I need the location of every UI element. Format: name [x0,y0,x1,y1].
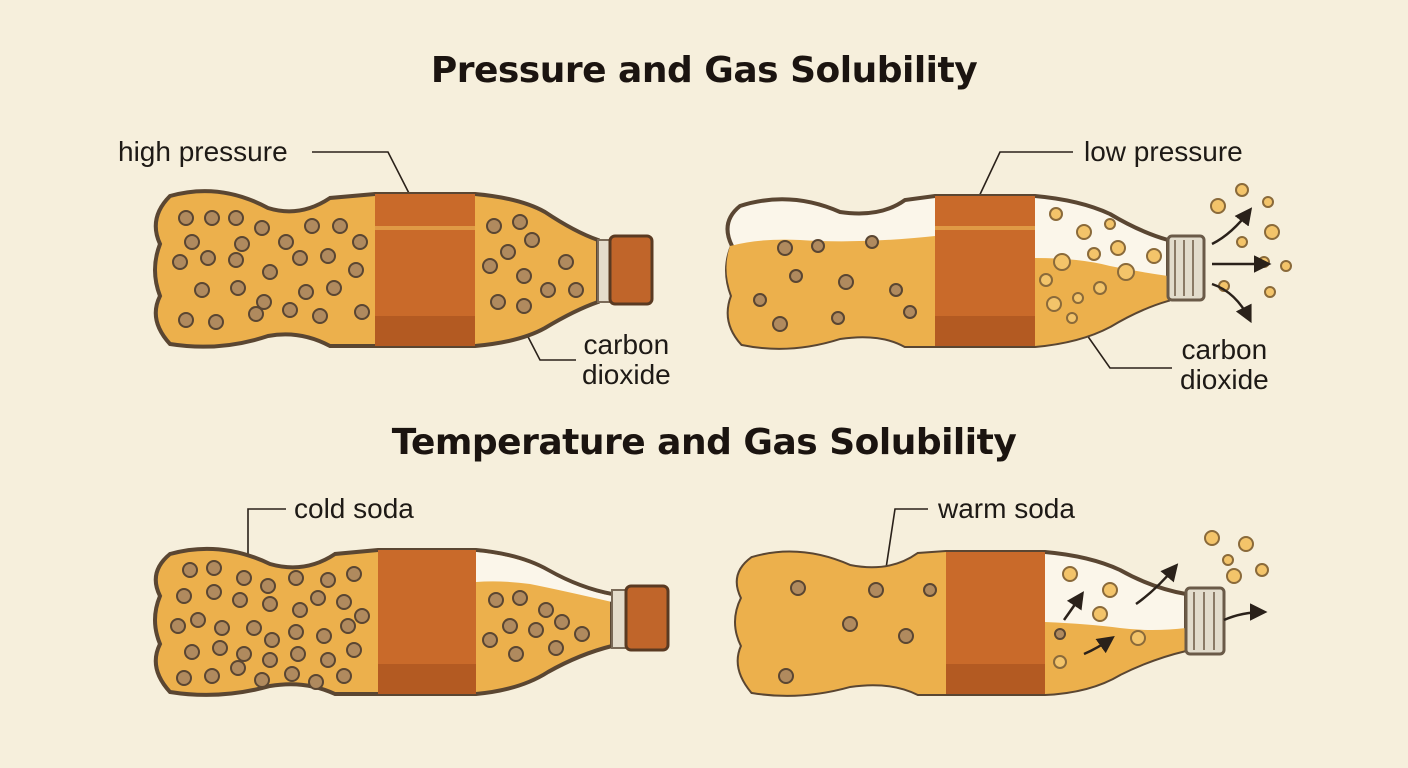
label-carbon-dioxide-left: carbon dioxide [582,330,671,390]
label-carbon-left-line2: dioxide [582,359,671,390]
label-cold-soda: cold soda [294,493,414,524]
bottle-cold-soda [153,546,670,697]
bottle-low-pressure [725,183,1292,350]
leader-high-pressure [312,151,416,206]
label-warm-soda: warm soda [938,493,1075,524]
label-carbon-dioxide-right: carbon dioxide [1180,335,1269,395]
label-carbon-right-line2: dioxide [1180,364,1269,395]
bottle-high-pressure [153,189,654,349]
label-high-pressure: high pressure [118,136,288,167]
bottle-warm-soda [734,530,1269,697]
label-low-pressure: low pressure [1084,136,1243,167]
label-carbon-right-line1: carbon [1181,334,1268,365]
label-carbon-left-line1: carbon [583,329,670,360]
leader-warm-soda [884,508,928,576]
pressure-section-title: Pressure and Gas Solubility [430,50,978,91]
leader-low-pressure [974,151,1073,206]
temperature-section-title: Temperature and Gas Solubility [391,422,1017,463]
